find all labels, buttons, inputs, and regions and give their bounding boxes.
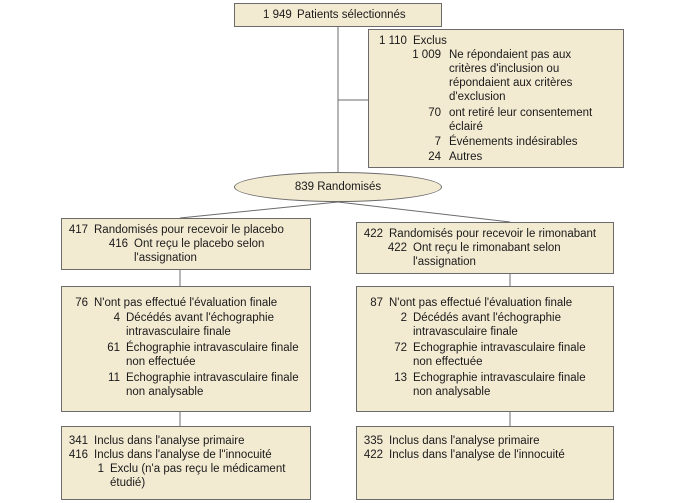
- rimonabant-followup-item-count: 2: [400, 312, 407, 324]
- excluded-reason-line: ont retiré leur consentement: [449, 107, 593, 119]
- placebo-followup-label: N'ont pas effectué l'évaluation finale: [94, 297, 278, 309]
- placebo-allocation-count: 417: [68, 224, 88, 236]
- randomized-label: Randomisés: [317, 181, 382, 193]
- rimonabant-followup-item-line: Echographie intravasculaire finale: [413, 342, 586, 354]
- rimonabant-followup-box: 87 N'ont pas effectué l'évaluation final…: [356, 286, 614, 412]
- rimonabant-followup-item-count: 72: [394, 342, 407, 354]
- excluded-label: Exclus: [413, 35, 447, 47]
- excluded-reason-line: répondaient aux critères: [449, 77, 573, 89]
- rimonabant-allocation-label: Randomisés pour recevoir le rimonabant: [389, 228, 597, 240]
- rimonabant-received-line: Ont reçu le rimonabant selon: [413, 242, 561, 254]
- rimonabant-followup-label: N'ont pas effectué l'évaluation finale: [389, 297, 573, 309]
- placebo-analysis-line: Inclus dans l'analyse primaire: [94, 435, 245, 447]
- connector-to-placebo: [179, 201, 339, 219]
- rimonabant-followup-count: 87: [370, 297, 383, 309]
- placebo-received-line: l'assignation: [134, 252, 197, 264]
- excluded-reason-line: Autres: [449, 151, 483, 163]
- rimonabant-followup-item-line: Echographie intravasculaire finale: [413, 372, 586, 384]
- placebo-analysis-line: Inclus dans l'analyse de l"innocuité: [94, 449, 272, 461]
- placebo-followup-item-line: non analysable: [126, 386, 204, 398]
- rimonabant-received-count: 422: [387, 242, 407, 254]
- placebo-allocation-label: Randomisés pour recevoir le placebo: [94, 224, 284, 236]
- placebo-followup-item-count: 11: [108, 372, 120, 384]
- placebo-analysis-count: 341: [68, 435, 88, 447]
- excluded-box: 1 110 Exclus 1 009 Ne répondaient pas au…: [368, 29, 624, 168]
- rimonabant-followup-item-line: Décédés avant l'échographie: [413, 312, 561, 324]
- placebo-analysis-line: étudié): [110, 477, 146, 489]
- excluded-reason-count: 1 009: [412, 49, 441, 61]
- excluded-reason-count: 7: [434, 136, 441, 148]
- selected-box: 1 949 Patients sélectionnés: [234, 3, 442, 27]
- excluded-reason-count: 24: [428, 151, 441, 163]
- excluded-reason-line: Ne répondaient pas aux: [449, 49, 572, 61]
- placebo-followup-item-line: non effectuée: [126, 356, 196, 368]
- placebo-followup-item-line: Décédés avant l'échographie: [126, 312, 274, 324]
- rimonabant-followup-item-line: intravasculaire finale: [413, 326, 518, 338]
- excluded-count: 1 110: [379, 35, 407, 47]
- placebo-analysis-count: 416: [68, 449, 88, 461]
- rimonabant-analysis-line: Inclus dans l'analyse de l'innocuité: [389, 449, 565, 461]
- placebo-allocation-box: 417 Randomisés pour recevoir le placebo …: [61, 218, 311, 270]
- placebo-followup-item-count: 61: [107, 342, 120, 354]
- placebo-followup-item-line: Echographie intravasculaire finale: [126, 372, 299, 384]
- selected-label: Patients sélectionnés: [297, 9, 406, 21]
- excluded-reason-count: 70: [428, 107, 441, 119]
- rimonabant-analysis-line: Inclus dans l'analyse primaire: [389, 435, 540, 447]
- rimonabant-allocation-count: 422: [363, 228, 383, 240]
- excluded-reason-line: éclairé: [449, 121, 483, 133]
- randomized-ellipse: 839 Randomisés: [234, 172, 442, 202]
- rimonabant-analysis-box: 335 Inclus dans l'analyse primaire 422 I…: [356, 426, 614, 500]
- selected-count: 1 949: [263, 9, 292, 21]
- rimonabant-followup-item-count: 13: [394, 372, 407, 384]
- randomized-count: 839: [294, 181, 315, 193]
- connector-to-rimonabant: [337, 201, 511, 223]
- placebo-followup-box: 76 N'ont pas effectué l'évaluation final…: [61, 286, 311, 412]
- placebo-received-count: 416: [108, 238, 128, 250]
- placebo-analysis-line: Exclu (n'a pas reçu le médicament: [110, 463, 286, 475]
- placebo-followup-item-count: 4: [113, 312, 120, 324]
- excluded-reason-line: Événements indésirables: [449, 136, 578, 148]
- rimonabant-analysis-count: 335: [363, 435, 383, 447]
- placebo-followup-item-line: Échographie intravasculaire finale: [126, 342, 299, 354]
- rimonabant-followup-item-line: non analysable: [413, 386, 491, 398]
- placebo-received-line: Ont reçu le placebo selon: [134, 238, 265, 250]
- placebo-followup-count: 76: [75, 297, 88, 309]
- rimonabant-allocation-box: 422 Randomisés pour recevoir le rimonaba…: [356, 222, 614, 274]
- placebo-analysis-count: 1: [97, 463, 104, 475]
- rimonabant-received-line: l'assignation: [413, 256, 476, 268]
- excluded-reason-line: d'exclusion: [449, 91, 506, 103]
- excluded-reason-line: critères d'inclusion ou: [449, 63, 560, 75]
- rimonabant-analysis-count: 422: [363, 449, 383, 461]
- rimonabant-followup-item-line: non effectuée: [413, 356, 483, 368]
- placebo-analysis-box: 341 Inclus dans l'analyse primaire 416 I…: [61, 426, 311, 500]
- placebo-followup-item-line: intravasculaire finale: [126, 326, 231, 338]
